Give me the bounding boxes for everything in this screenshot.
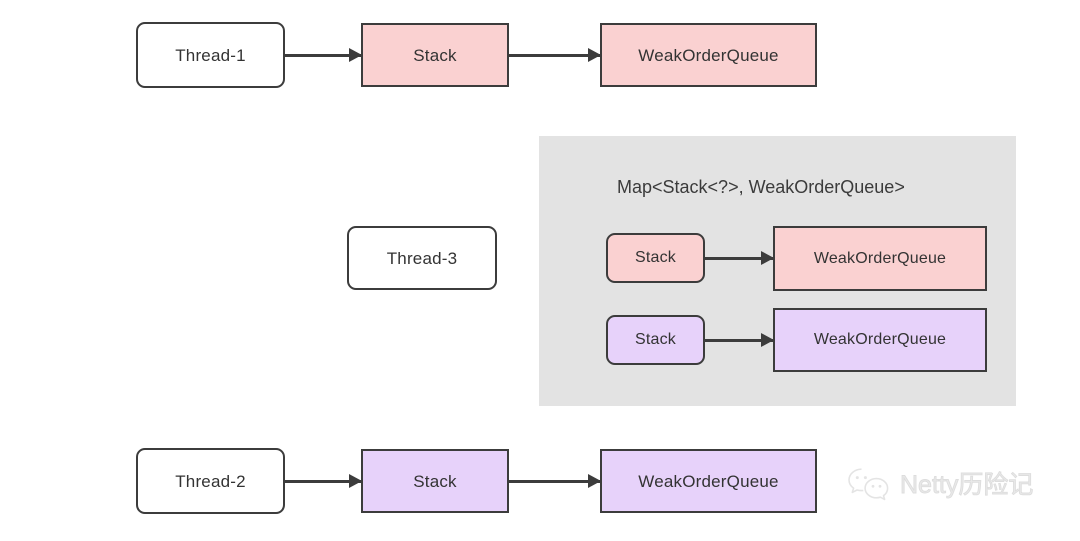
map-entry-0-key-label: Stack	[634, 249, 676, 266]
node-thread-1-label: Thread-1	[175, 45, 246, 65]
arrow-map-entry-0	[705, 257, 773, 260]
node-top-weakorderqueue: WeakOrderQueue	[600, 23, 817, 87]
node-bottom-weakorderqueue-label: WeakOrderQueue	[638, 471, 779, 491]
arrow-top-stack-to-queue	[509, 54, 600, 57]
node-top-weakorderqueue-label: WeakOrderQueue	[638, 45, 779, 65]
arrow-thread2-to-stack	[285, 480, 361, 483]
node-bottom-stack-label: Stack	[413, 471, 457, 491]
map-entry-1-value: WeakOrderQueue	[773, 308, 987, 372]
arrow-thread1-to-stack	[285, 54, 361, 57]
node-top-stack-label: Stack	[413, 45, 457, 65]
node-thread-3-label: Thread-3	[386, 248, 458, 268]
watermark-text: Netty历险记	[900, 470, 1034, 499]
node-thread-1: Thread-1	[136, 22, 285, 88]
node-thread-2-label: Thread-2	[175, 471, 246, 491]
wechat-icon	[846, 466, 894, 504]
map-entry-1-key-label: Stack	[634, 331, 676, 348]
map-entry-1-key: Stack	[606, 315, 705, 365]
arrow-map-entry-1	[705, 339, 773, 342]
node-bottom-weakorderqueue: WeakOrderQueue	[600, 449, 817, 513]
map-entry-1-value-label: WeakOrderQueue	[813, 331, 947, 348]
node-top-stack: Stack	[361, 23, 509, 87]
arrow-bottom-stack-to-queue	[509, 480, 600, 483]
node-thread-2: Thread-2	[136, 448, 285, 514]
node-thread-3: Thread-3	[347, 226, 497, 290]
map-entry-0-value-label: WeakOrderQueue	[813, 249, 947, 267]
map-panel-title: Map<Stack<?>, WeakOrderQueue>	[617, 177, 905, 197]
map-entry-0-value: WeakOrderQueue	[773, 226, 987, 291]
watermark: Netty历险记	[846, 466, 1034, 504]
node-bottom-stack: Stack	[361, 449, 509, 513]
map-entry-0-key: Stack	[606, 233, 705, 283]
